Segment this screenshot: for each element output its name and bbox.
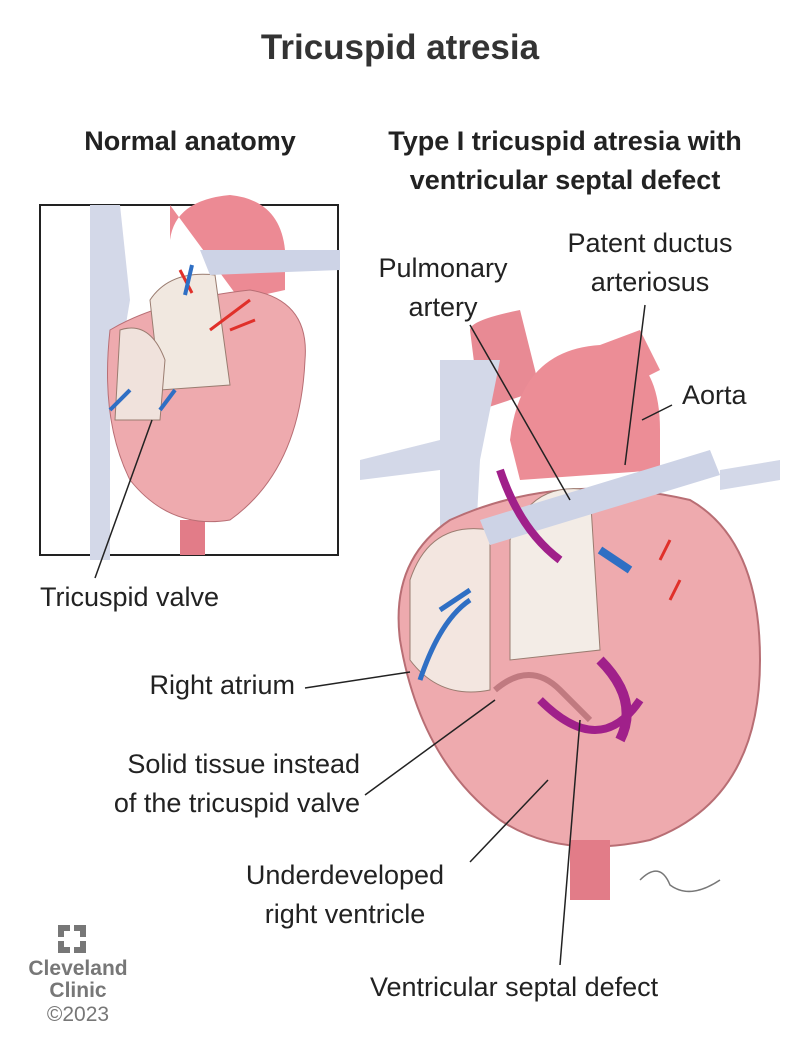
page-title: Tricuspid atresia	[260, 28, 540, 67]
atresia-heart-illustration	[360, 310, 780, 900]
leader-solid-tissue	[364, 699, 496, 796]
leader-underdeveloped-rv	[469, 779, 549, 863]
leader-patent-ductus	[624, 304, 646, 466]
cleveland-clinic-logo-icon	[58, 925, 86, 953]
label-solid-tissue-1: Solid tissue instead	[127, 749, 360, 779]
label-pulmonary-artery-1: Pulmonary	[378, 253, 508, 283]
atresia-heading-line2: ventricular septal defect	[409, 165, 721, 195]
artist-signature	[639, 870, 721, 893]
label-underdeveloped-rv-2: right ventricle	[264, 899, 426, 929]
normal-anatomy-heading: Normal anatomy	[84, 126, 296, 156]
label-aorta: Aorta	[682, 380, 747, 410]
leader-aorta	[641, 404, 673, 421]
logo-line1: Cleveland	[28, 957, 128, 980]
label-patent-ductus-2: arteriosus	[590, 267, 710, 297]
leader-vsd	[559, 719, 581, 966]
label-ventricular-septal-defect: Ventricular septal defect	[370, 972, 659, 1002]
solid-tissue-shape	[493, 672, 593, 723]
aorta-shape	[170, 195, 285, 300]
label-patent-ductus-1: Patent ductus	[567, 228, 733, 258]
leader-tricuspid-valve	[94, 419, 153, 579]
cleveland-clinic-logo: Cleveland Clinic ©2023	[28, 918, 128, 1028]
label-right-atrium: Right atrium	[149, 670, 295, 700]
aorta-shape	[510, 345, 660, 480]
logo-line2: Clinic	[49, 979, 107, 1002]
leader-pulmonary-artery	[469, 324, 571, 501]
atresia-heading-line1: Type I tricuspid atresia with	[388, 126, 742, 156]
label-underdeveloped-rv-1: Underdeveloped	[245, 860, 445, 890]
label-pulmonary-artery-2: artery	[408, 292, 478, 322]
copyright: ©2023	[46, 1003, 110, 1026]
label-tricuspid-valve: Tricuspid valve	[40, 582, 220, 612]
label-solid-tissue-2: of the tricuspid valve	[113, 788, 360, 818]
leader-right-atrium	[304, 671, 411, 689]
normal-anatomy-illustration	[39, 195, 340, 560]
